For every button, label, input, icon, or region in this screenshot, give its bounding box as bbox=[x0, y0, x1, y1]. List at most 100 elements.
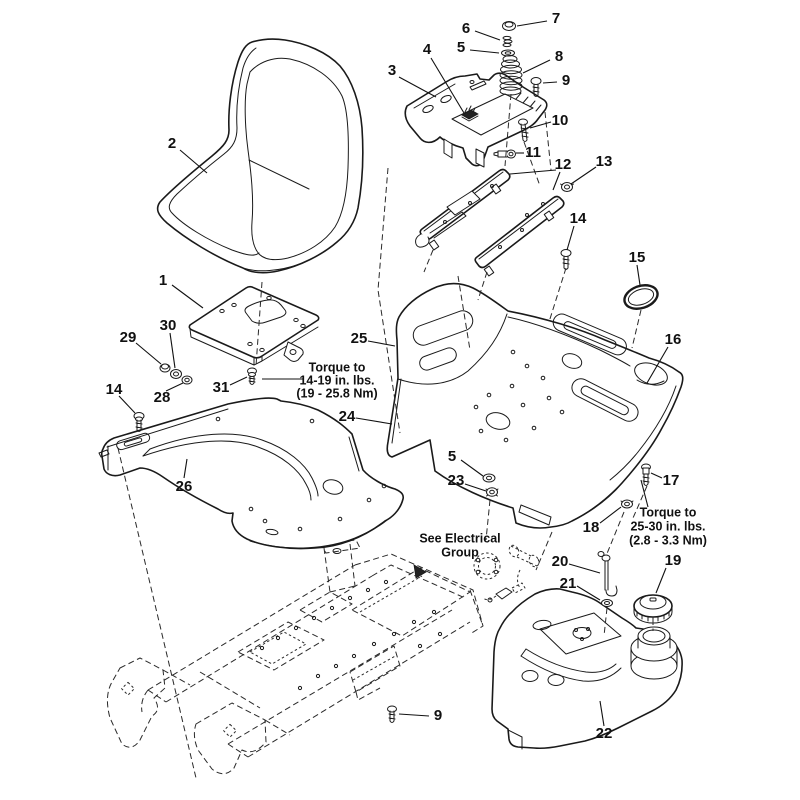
callout-leader-8 bbox=[522, 59, 551, 74]
callout-10-9: 10 bbox=[552, 112, 569, 129]
callout-leader-16 bbox=[646, 346, 669, 384]
front-deck-holes bbox=[215, 416, 387, 532]
callout-9-31: 9 bbox=[434, 707, 442, 724]
callout-leader-21 bbox=[576, 585, 601, 601]
callout-16-15: 16 bbox=[665, 331, 682, 348]
callout-leader-9 bbox=[398, 713, 430, 717]
callout-14-13: 14 bbox=[570, 210, 587, 227]
callout-12-11: 12 bbox=[555, 156, 572, 173]
bolt-17 bbox=[641, 463, 651, 486]
callout-leader-12 bbox=[552, 171, 561, 191]
bolt-10 bbox=[518, 118, 529, 142]
fuel-sender-dashed bbox=[413, 544, 540, 603]
bolt-9-top bbox=[530, 77, 542, 97]
bolt-14-right bbox=[560, 249, 572, 270]
bolt-11 bbox=[493, 149, 516, 159]
callout-leader-18 bbox=[599, 506, 622, 524]
callout-5-23: 5 bbox=[448, 448, 456, 465]
o-ring-15 bbox=[623, 284, 659, 310]
callout-leader-15 bbox=[636, 264, 641, 286]
callout-leader-17 bbox=[650, 472, 663, 479]
torque-note-1-line-2: 14-19 in. lbs. bbox=[299, 373, 374, 387]
chassis-frame-dashed bbox=[106, 539, 484, 775]
callout-leader-28 bbox=[165, 382, 184, 392]
electrical-group-note-line-2: Group bbox=[441, 545, 479, 559]
fuel-line bbox=[597, 551, 618, 597]
callout-5-4: 5 bbox=[457, 39, 465, 56]
callout-31-30: 31 bbox=[213, 379, 230, 396]
callout-28-27: 28 bbox=[154, 389, 171, 406]
seat-plate bbox=[188, 285, 320, 366]
nut-7 bbox=[502, 21, 516, 31]
callout-8-7: 8 bbox=[555, 48, 563, 65]
callout-leader-12 bbox=[509, 169, 557, 175]
callout-4-3: 4 bbox=[423, 41, 432, 58]
callout-7-6: 7 bbox=[552, 10, 560, 27]
callout-9-8: 9 bbox=[562, 72, 570, 89]
lock-washer-6 bbox=[502, 35, 513, 48]
callout-leader-26 bbox=[183, 458, 188, 479]
torque-note-1-line-1: Torque to bbox=[309, 360, 366, 374]
fuel-tank bbox=[491, 588, 683, 750]
fender-holes bbox=[473, 349, 565, 443]
callout-23-22: 23 bbox=[448, 472, 465, 489]
callout-leader-1 bbox=[171, 284, 204, 309]
torque-note-2-line-2: 25-30 in. lbs. bbox=[630, 519, 705, 533]
pointer-arrow bbox=[413, 564, 427, 579]
callout-leader-7 bbox=[516, 20, 548, 27]
seat-switch-4 bbox=[461, 105, 479, 122]
electrical-group-note-line-1: See Electrical bbox=[419, 531, 500, 545]
callout-leader-9 bbox=[542, 81, 558, 84]
front-deck bbox=[98, 397, 405, 550]
washer-5-mid bbox=[482, 473, 496, 483]
fender-deck bbox=[386, 282, 684, 529]
callout-leader-6 bbox=[474, 30, 501, 41]
callout-leader-14 bbox=[566, 225, 575, 251]
assembly-dashed-axes bbox=[117, 93, 654, 779]
callout-25-25: 25 bbox=[351, 330, 368, 347]
torque-note-1-line-3: (19 - 25.8 Nm) bbox=[296, 386, 377, 400]
filler-neck bbox=[630, 626, 678, 680]
callout-leader-5 bbox=[460, 459, 484, 477]
bolt-9-bottom bbox=[387, 705, 397, 723]
callout-13-12: 13 bbox=[596, 153, 613, 170]
callout-6-5: 6 bbox=[462, 20, 470, 37]
callout-2-1: 2 bbox=[168, 135, 176, 152]
callout-1-0: 1 bbox=[159, 272, 167, 289]
callout-leader-25 bbox=[367, 340, 396, 347]
callout-20-19: 20 bbox=[552, 553, 569, 570]
callout-19-18: 19 bbox=[665, 552, 682, 569]
seat-bracket bbox=[404, 72, 548, 168]
callout-22-21: 22 bbox=[596, 725, 613, 742]
callout-leader-29 bbox=[135, 342, 162, 365]
callout-17-16: 17 bbox=[663, 472, 680, 489]
callout-26-26: 26 bbox=[176, 478, 193, 495]
callout-leader-31 bbox=[229, 376, 248, 386]
callout-3-2: 3 bbox=[388, 62, 396, 79]
callout-leader-24 bbox=[355, 417, 393, 425]
grommet-21 bbox=[601, 599, 613, 607]
screw-31 bbox=[247, 367, 257, 385]
seat-rails bbox=[415, 168, 565, 277]
callout-leader-23 bbox=[464, 483, 487, 492]
flange-nut-29 bbox=[159, 363, 171, 373]
torque-note-2-line-1: Torque to bbox=[640, 505, 697, 519]
callout-29-28: 29 bbox=[120, 329, 137, 346]
callout-leader-19 bbox=[655, 567, 667, 594]
fuel-cap bbox=[633, 594, 673, 624]
callout-leader-13 bbox=[570, 166, 597, 185]
washer-28 bbox=[181, 375, 193, 385]
callout-leader-3 bbox=[398, 76, 437, 98]
callout-18-17: 18 bbox=[583, 519, 600, 536]
seat-plate-holes bbox=[219, 295, 306, 353]
callout-30-29: 30 bbox=[160, 317, 177, 334]
callout-leader-14 bbox=[118, 395, 136, 414]
callout-leader-20 bbox=[568, 563, 601, 574]
spring-8 bbox=[499, 55, 523, 96]
callout-14-32: 14 bbox=[106, 381, 123, 398]
callout-leader-30 bbox=[169, 332, 176, 369]
